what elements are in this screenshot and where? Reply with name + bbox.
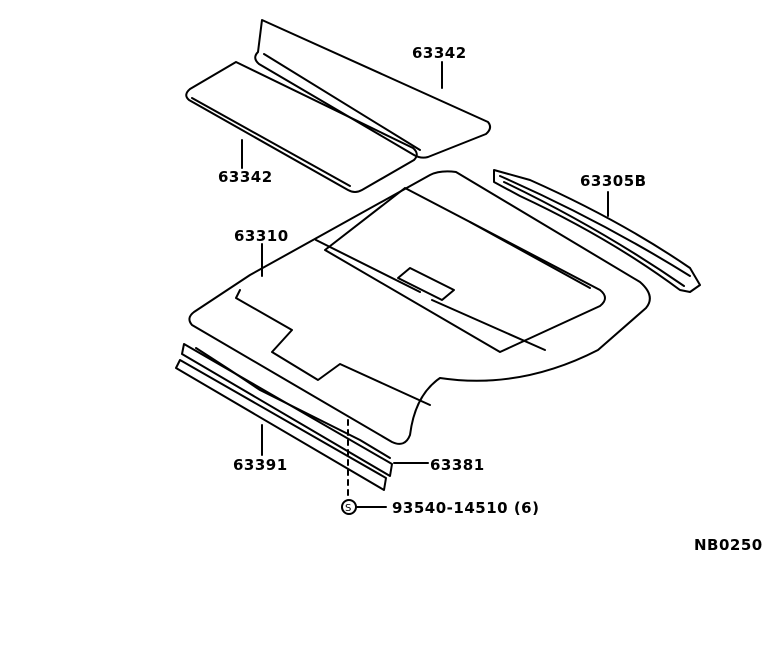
- roof-rail[interactable]: [493, 169, 701, 293]
- svg-text:S: S: [345, 503, 351, 514]
- callout-headliner: 63310: [234, 227, 289, 245]
- callout-screw: 93540-14510 (6): [392, 499, 540, 517]
- figure-code: NB0250: [694, 536, 763, 554]
- callout-retainer: 63381: [430, 456, 485, 474]
- screw-icon: S: [341, 499, 357, 515]
- callout-visor-upper: 63342: [412, 44, 467, 62]
- leader-lines: [241, 61, 609, 508]
- callout-front-trim: 63391: [233, 456, 288, 474]
- sun-visor-upper[interactable]: [254, 19, 492, 159]
- callout-roof-rail: 63305B: [580, 172, 647, 190]
- sun-visor-lower[interactable]: [185, 61, 418, 193]
- front-trim[interactable]: [175, 343, 393, 491]
- callout-visor-lower: 63342: [218, 168, 273, 186]
- headliner[interactable]: [188, 170, 651, 445]
